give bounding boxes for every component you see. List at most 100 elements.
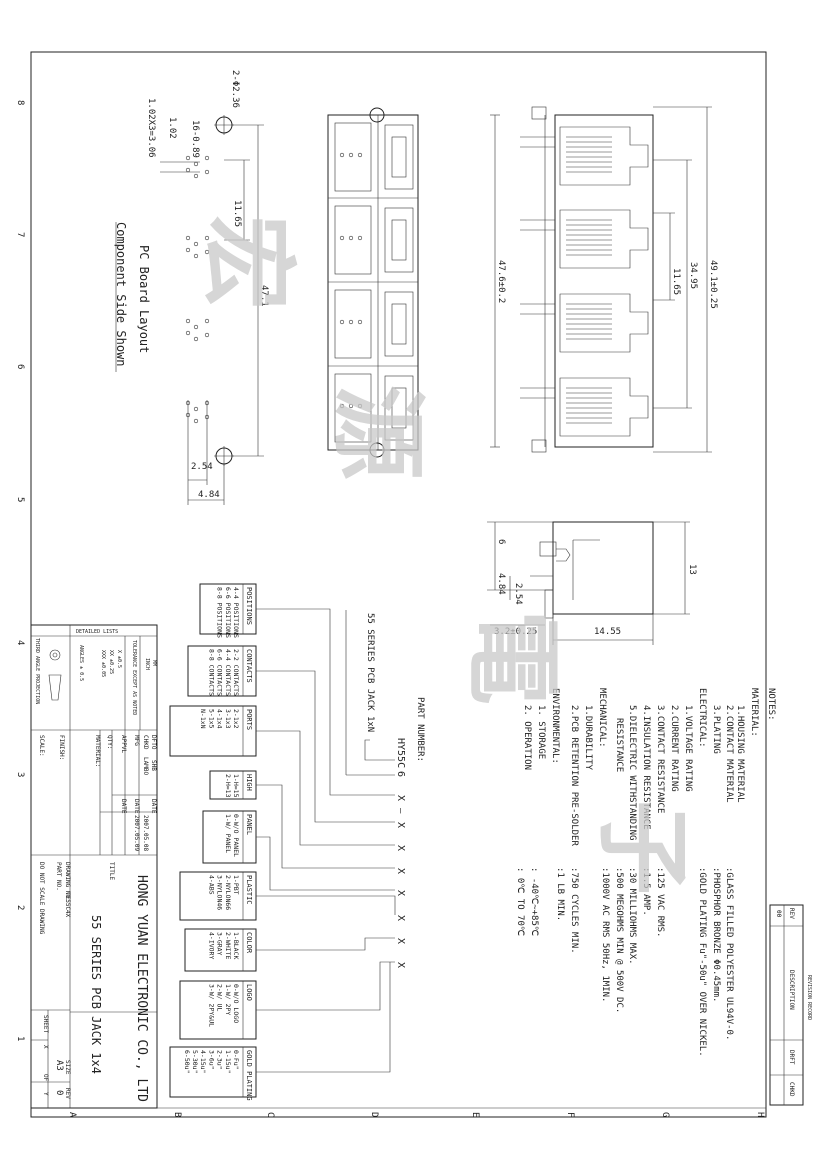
pcb-caption: Component Side Shown [114,222,128,367]
note-line: RESISTANCE [614,718,624,772]
option-item: 5-1x5 [207,709,215,729]
option-item: 2-WHITE [224,932,232,959]
tolerance-row: X ±0.5 [116,650,122,668]
dim-label: 13 [687,564,697,575]
zone-num: 1 [15,1036,25,1041]
pin [339,319,345,325]
rev-header: REV [788,908,795,919]
dim-label: 49.1±0.25 [708,260,718,309]
zone-letter: D [369,1112,379,1117]
option-item: 4-1x4 [216,709,224,729]
pin-pad [204,155,210,161]
dfto-value: SHB [150,760,157,771]
dim-label: 2.54 [513,583,523,605]
chkd-value: LAMBO [142,757,149,775]
material-label: MATERIAL: [94,735,101,768]
front-port-openings [520,126,649,437]
option-item: 3-6u" [207,1050,215,1070]
series-label: 55 SERIES PCB JACK 1xN [365,613,375,732]
note-value: :1.5 AMP. [641,867,651,916]
finish-label: FINISH: [58,735,65,760]
note-line: 1. STORAGE [536,705,546,759]
note-value: :GLASS FILLED POLYESTER UL94V-0. [724,867,734,1040]
option-positions-title: POSITIONS [245,587,253,625]
pin-pad [193,173,199,179]
option-color-title: COLOR [245,932,253,954]
dim-label: 6 [496,539,506,544]
pin [348,319,354,325]
zone-letter: A [67,1112,77,1118]
tolerance-row: XX ±0.25 [108,650,114,674]
part-x: X [395,915,406,921]
dim-label: 2.54 [191,462,213,472]
date-label: DATE [150,799,157,814]
part-x: X [395,868,406,874]
tolerance-label: TOLERANCE EXCEPT AS NOTED [131,640,137,715]
note-value: :500 MEGOHMS MIN @ 500V DC. [614,867,624,1013]
appd-label: APPVL [120,735,127,753]
zone-letter: C [265,1112,275,1117]
option-high-title: HIGH [245,774,253,791]
pin [348,403,354,409]
part-number-label: PART NUMBER: [415,697,425,762]
option-item: 0-W/O PANEL [232,814,240,857]
drawing-no-label: DRAWING NO. [64,862,71,902]
qty-label: QTY: [106,735,113,749]
option-item: 3-GRAY [216,932,224,956]
option-ports-title: PORTS [245,709,253,730]
tolerance-row: XXX ±0.05 [100,650,106,677]
note-line: 4.INSULATION RESISTANCE [641,705,651,830]
pin-pad [193,253,199,259]
option-item: 4-4 CONTACTS [224,649,232,696]
option-item: N-1xN [199,709,207,729]
pin-pad [193,336,199,342]
date-label: DATE [133,799,140,814]
dim-label: 2-Φ2.36 [230,70,240,108]
jack-top-view [327,107,419,458]
tolerance-header: DETAILED LISTS [76,629,118,635]
option-gold: GOLD PLATING0-Fu"1-15u"2-3u"3-6u"4-15u"5… [169,1046,257,1101]
notes-title: NOTES: [766,688,776,721]
option-contacts-title: CONTACTS [245,649,253,683]
pin [339,152,345,158]
watermark-char: 電 [457,610,567,705]
size-value: A3 [54,1060,64,1071]
dim-label: 3.2±0.25 [494,627,537,637]
note-line: ENVIRONMENTAL: [550,688,560,764]
units-inch: INCH [144,658,150,670]
part-x: X [395,845,406,851]
zone-letter: G [660,1112,670,1117]
part-x: X [395,962,406,968]
option-item: 2-NYLON66 [224,875,232,910]
rev-label: REV [64,1088,71,1099]
option-item: 8-8 POSITIONS [216,587,224,638]
pin [357,319,363,325]
pin-pad [185,155,191,161]
option-item: 2-2 CONTACTS [232,649,240,696]
option-item: 6-6 CONTACTS [216,649,224,696]
option-item: 3-W/ 2PY&UL [207,984,215,1027]
notes-block: NOTES: MATERIAL:1.HOUSING MATERIAL2.CONT… [515,688,776,1057]
watermark-char: 子 [587,800,697,895]
option-item: 1-15u" [224,1050,232,1073]
pin-pad [193,161,199,167]
dim-label: 47.1 [259,285,269,307]
zone-letter: E [470,1112,480,1117]
zone-letter: F [565,1112,575,1117]
dim-label: 11.65 [232,200,242,227]
option-item: 4-IVORY [207,932,215,959]
tolerance-block: DETAILED LISTS MM INCH TOLERANCE EXCEPT … [31,629,157,730]
title-label: TITLE [108,862,115,880]
zone-num: 6 [15,364,25,369]
projection-symbol-icon [49,649,61,661]
part-x: X [395,890,406,896]
title-block: HONG YUAN ELECTRONIC CO., LTD TITLE 55 S… [30,624,158,1109]
option-logo-title: LOGO [245,984,253,1001]
company-name: HONG YUAN ELECTRONIC CO., LTD [134,875,149,1102]
date-label: DATE [120,799,127,814]
pcb-caption: PC Board Layout [137,245,151,353]
